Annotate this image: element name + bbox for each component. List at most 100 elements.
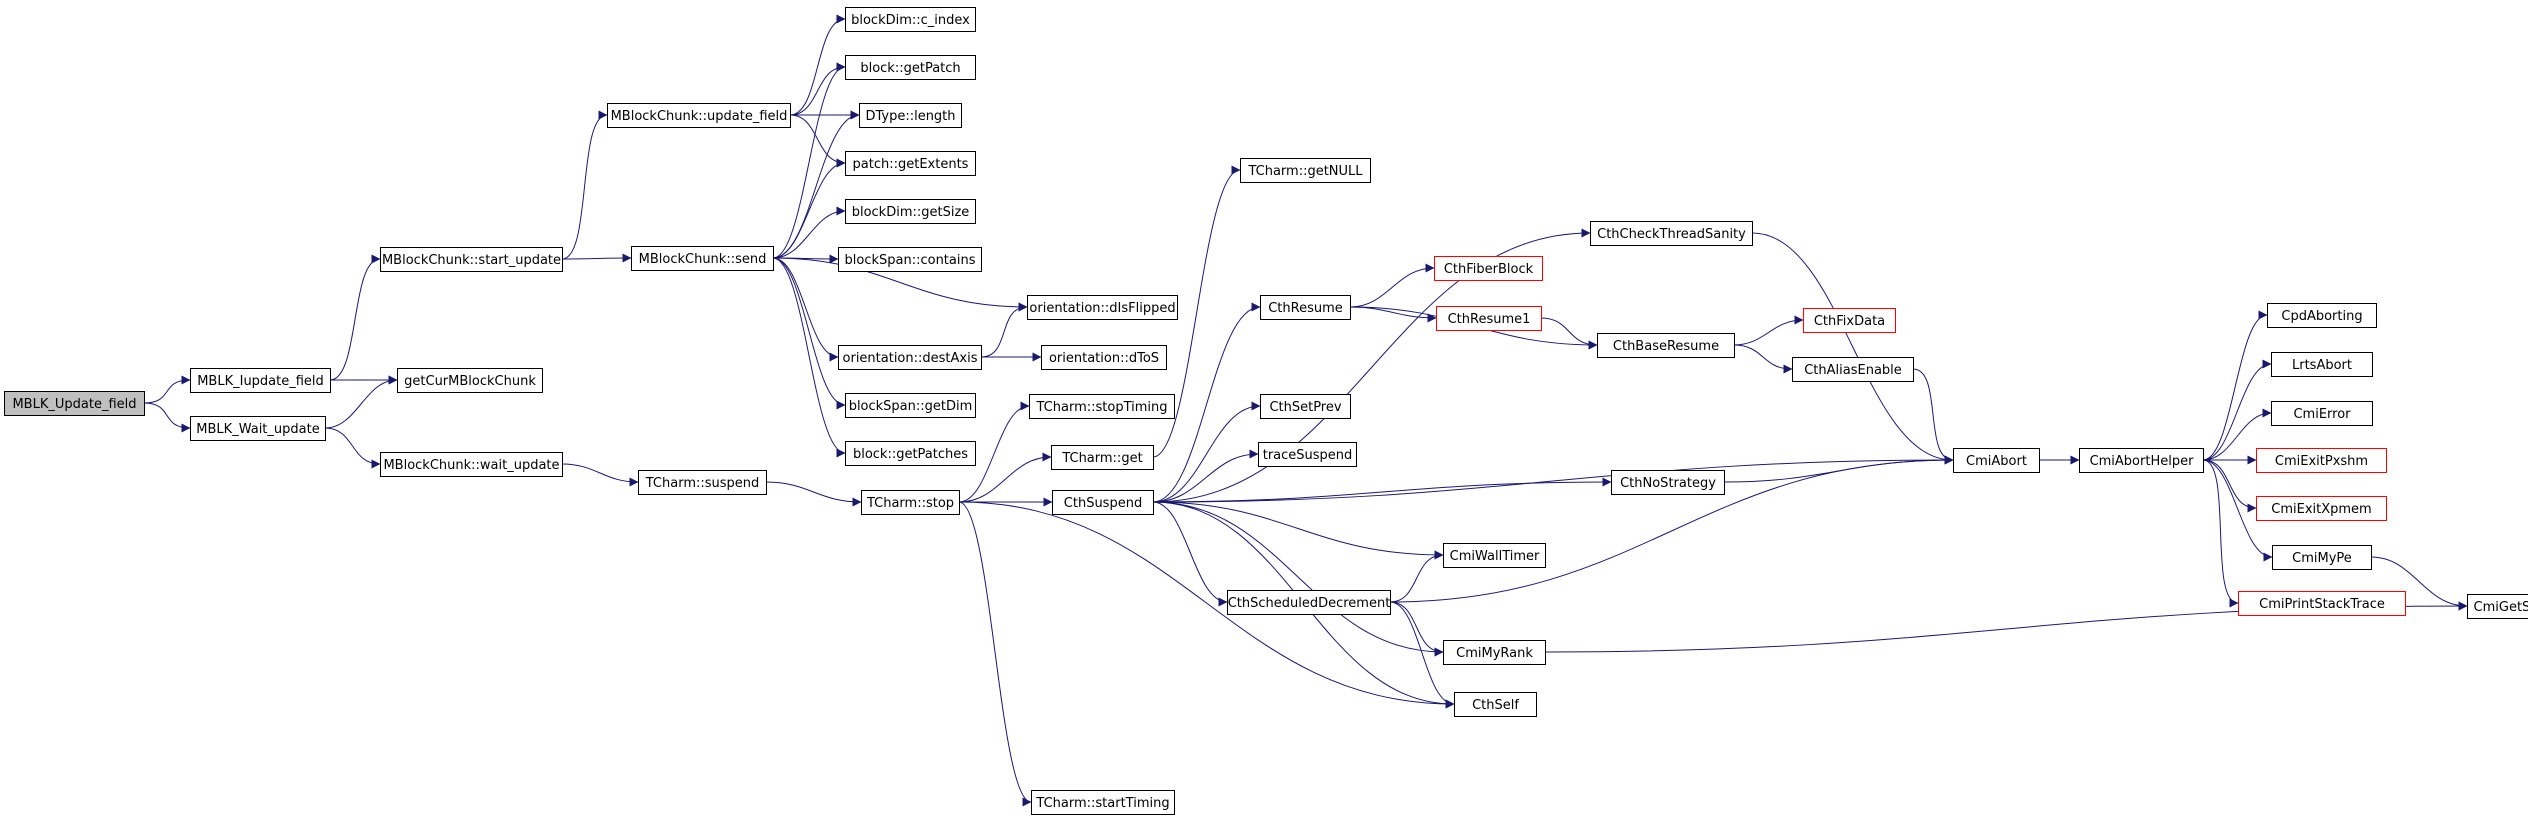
call-edge (1152, 401, 1261, 503)
node-box (2271, 401, 2373, 426)
graph-node[interactable]: TCharm::get (1051, 445, 1154, 470)
graph-node[interactable]: CthNoStrategy (1611, 470, 1725, 495)
node-label: DType::length (865, 109, 955, 124)
node-label: CmiGetState (2474, 600, 2528, 615)
node-label: block::getPatch (860, 61, 960, 76)
call-edge (772, 257, 846, 458)
call-edge (2370, 556, 2468, 611)
graph-node[interactable]: CmiMyRank (1443, 640, 1546, 665)
node-box (1443, 543, 1546, 568)
graph-node[interactable]: TCharm::suspend (638, 470, 767, 495)
node-label: CmiAbortHelper (2090, 454, 2195, 469)
call-edge (1152, 477, 1612, 503)
node-label: patch::getExtents (853, 157, 969, 172)
graph-node[interactable]: MBlockChunk::send (631, 246, 774, 271)
node-box (2267, 303, 2377, 328)
graph-node[interactable]: CmiMyPe (2272, 545, 2372, 570)
graph-node[interactable]: orientation::dToS (1041, 345, 1167, 370)
graph-node[interactable]: MBlockChunk::wait_update (380, 452, 563, 477)
graph-node[interactable]: CmiExitPxshm (2256, 448, 2387, 473)
node-box (2256, 448, 2387, 473)
call-edge (1389, 601, 1455, 709)
graph-node[interactable]: blockDim::c_index (845, 7, 976, 32)
call-edge (561, 463, 639, 487)
graph-node[interactable]: TCharm::startTiming (1031, 790, 1175, 815)
node-box (861, 490, 960, 515)
graph-node[interactable]: CmiExitXpmem (2256, 496, 2387, 521)
graph-node[interactable]: patch::getExtents (845, 151, 976, 176)
graph-node[interactable]: CthFiberBlock (1434, 256, 1543, 281)
node-box (1953, 448, 2040, 473)
node-label: TCharm::getNULL (1247, 164, 1363, 179)
graph-node[interactable]: blockDim::getSize (845, 199, 976, 224)
graph-node[interactable]: CthResume1 (1436, 306, 1542, 331)
graph-node[interactable]: CthSetPrev (1260, 394, 1351, 419)
graph-node[interactable]: MBlockChunk::update_field (607, 103, 791, 128)
graph-node[interactable]: TCharm::stopTiming (1029, 394, 1175, 419)
node-box (1597, 333, 1735, 358)
graph-node[interactable]: MBLK_Wait_update (190, 416, 326, 441)
node-box (845, 393, 976, 418)
graph-node[interactable]: blockSpan::contains (838, 247, 982, 272)
node-label: blockSpan::contains (845, 253, 976, 268)
graph-node[interactable]: CthBaseResume (1597, 333, 1735, 358)
graph-node[interactable]: TCharm::stop (861, 490, 960, 515)
graph-node[interactable]: CmiPrintStackTrace (2238, 591, 2406, 616)
node-box (845, 199, 976, 224)
graph-node[interactable]: CthSuspend (1052, 490, 1154, 515)
node-box (1260, 295, 1351, 320)
graph-node[interactable]: CthCheckThreadSanity (1590, 221, 1753, 246)
node-box (380, 452, 563, 477)
graph-node[interactable]: CthScheduledDecrement (1227, 590, 1391, 615)
graph-node[interactable]: CmiGetState (2467, 594, 2528, 619)
graph-node[interactable]: blockSpan::getDim (845, 393, 976, 418)
graph-node[interactable]: MBLK_Iupdate_field (190, 368, 331, 393)
graph-node[interactable]: CmiAbortHelper (2079, 448, 2204, 473)
node-box (607, 103, 791, 128)
graph-node[interactable]: CthAliasEnable (1792, 357, 1914, 382)
graph-node[interactable]: CpdAborting (2267, 303, 2377, 328)
call-edge (1733, 344, 1793, 374)
call-edge (1152, 501, 1228, 607)
graph-root-node[interactable]: MBLK_Update_field (4, 391, 145, 416)
graph-node[interactable]: getCurMBlockChunk (397, 368, 543, 393)
node-box (1792, 357, 1914, 382)
graph-node[interactable]: LrtsAbort (2271, 352, 2373, 377)
graph-node[interactable]: MBlockChunk::start_update (380, 247, 563, 272)
graph-node[interactable]: DType::length (859, 103, 962, 128)
node-label: TCharm::startTiming (1035, 796, 1169, 811)
node-label: CpdAborting (2281, 309, 2362, 324)
node-label: CthAliasEnable (1804, 363, 1902, 378)
node-label: MBlockChunk::update_field (611, 109, 788, 124)
call-edge (980, 302, 1028, 358)
graph-node[interactable]: CmiAbort (1953, 448, 2040, 473)
graph-node[interactable]: CthResume (1260, 295, 1351, 320)
node-box (397, 368, 543, 393)
graph-node[interactable]: CthSelf (1454, 692, 1537, 717)
graph-node[interactable]: orientation::destAxis (838, 345, 982, 370)
node-box (2079, 448, 2204, 473)
node-label: CmiExitPxshm (2275, 454, 2368, 469)
call-edge (765, 481, 862, 507)
call-edge (2202, 408, 2272, 461)
node-box (380, 247, 563, 272)
node-label: CthScheduledDecrement (1228, 596, 1391, 611)
node-label: blockDim::getSize (852, 205, 970, 220)
graph-node[interactable]: traceSuspend (1258, 442, 1357, 467)
call-edge (958, 501, 1455, 709)
graph-node[interactable]: CmiWallTimer (1443, 543, 1546, 568)
graph-node[interactable]: block::getPatch (845, 55, 976, 80)
graph-node[interactable]: block::getPatches (845, 441, 976, 466)
node-label: traceSuspend (1263, 448, 1353, 463)
node-box (1051, 445, 1154, 470)
node-label: CmiExitXpmem (2271, 502, 2371, 517)
node-label: orientation::dToS (1049, 351, 1159, 366)
node-box (1027, 295, 1178, 320)
graph-node[interactable]: CthFixData (1803, 308, 1896, 333)
graph-node[interactable]: TCharm::getNULL (1240, 158, 1371, 183)
call-edge (1152, 165, 1241, 458)
graph-node[interactable]: orientation::dIsFlipped (1027, 295, 1178, 320)
call-edge (1389, 455, 1954, 603)
graph-node[interactable]: CmiError (2271, 401, 2373, 426)
